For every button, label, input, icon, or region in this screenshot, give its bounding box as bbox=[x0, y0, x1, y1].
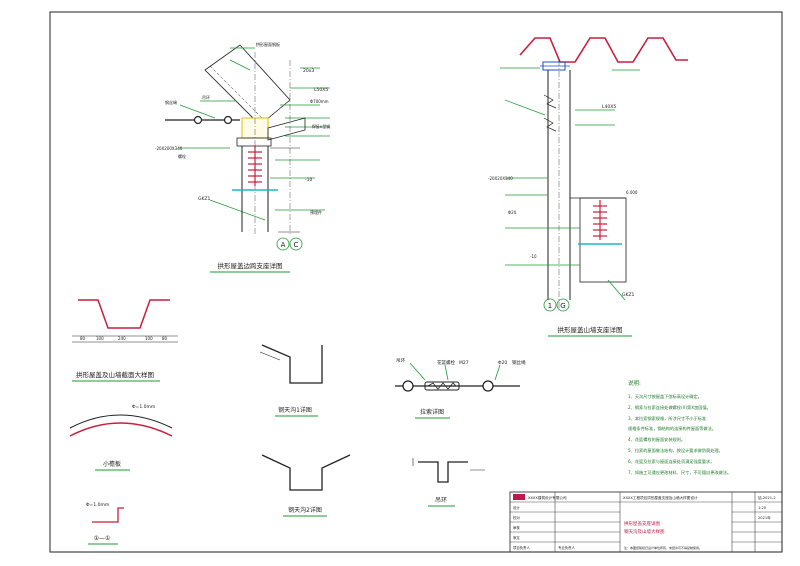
profile-dim-2: 100 bbox=[96, 336, 104, 341]
row-project-lead: 项目负责人 bbox=[513, 545, 531, 550]
scale: 1:20 bbox=[758, 506, 767, 510]
note-1: 1、天沟尺寸按屋盖下弦标高设计确定。 bbox=[628, 393, 702, 400]
small-panel-detail: Φ=1.0mm 小檐板 bbox=[69, 404, 173, 471]
section-detail: Φ=1.0mm ①—① bbox=[86, 502, 124, 545]
gable-tube: -20X20X340 bbox=[488, 176, 513, 181]
sheet-no: 结-2021-2 bbox=[758, 495, 776, 500]
company-logo bbox=[513, 494, 525, 500]
profile-dim-1: 80 bbox=[80, 336, 86, 341]
notes-heading: 说明: bbox=[628, 379, 641, 387]
ring-title: 吊环 bbox=[435, 497, 447, 504]
gable-detail-title: 拱形屋盖山墙支座详图 bbox=[558, 325, 623, 334]
note-8: 7、如施工可遇应更改材料、尺寸，不可擅自更改做法。 bbox=[628, 469, 731, 476]
tube-label: -20X200X340 bbox=[155, 146, 183, 151]
profile-title: 拱形屋盖及山墙截面大样图 bbox=[76, 370, 154, 379]
row-discipline-lead: 专业负责人 bbox=[558, 545, 576, 550]
tie-dia-label: Φ20 bbox=[498, 360, 507, 366]
project-line: XXXX工程项目拱形屋盖支座及山墙大样图设计 bbox=[623, 495, 698, 500]
row-design: 设计 bbox=[513, 505, 520, 510]
row-check: 校对 bbox=[513, 515, 520, 520]
tie-cable-label: 钢丝绳 bbox=[512, 359, 526, 366]
gutter-a-title: 钢天沟1详图 bbox=[278, 406, 312, 414]
tie-rod-title: 拉索详图 bbox=[420, 408, 444, 416]
gable-level: 6.000 bbox=[626, 190, 638, 195]
bolt-label: 螺栓 bbox=[178, 153, 186, 159]
sheet-border bbox=[49, 11, 783, 553]
profile-dim-3: 240 bbox=[118, 336, 126, 341]
profile-detail: 80 100 240 100 80 拱形屋盖及山墙截面大样图 bbox=[72, 299, 178, 382]
drawing-name-2: 钢天沟及山墙大样图 bbox=[624, 528, 665, 535]
gutter-b-detail: 钢天沟2详图 bbox=[261, 454, 351, 517]
note-5: 4、花篮螺栓的屋面安装规则。 bbox=[628, 436, 685, 443]
profile-dim-4: 100 bbox=[145, 336, 153, 341]
note-2: 2、钢索与拉索连接处做螺栓(X)第X加固值。 bbox=[628, 404, 711, 411]
company-name: XXXX建筑设计有限公司 bbox=[528, 495, 567, 500]
note-7: 6、花篮及拉索与屋面连接处须满足强度要求。 bbox=[628, 458, 714, 465]
tie-turnbuckle-label: 花篮螺栓 bbox=[437, 359, 455, 366]
axis-1-label: 1 bbox=[548, 302, 552, 310]
gable-l-angle: L40X5 bbox=[602, 104, 616, 110]
anchor-label: Φ700mm bbox=[310, 99, 329, 104]
section-title: ①—① bbox=[94, 535, 111, 542]
panel-thickness: Φ=1.0mm bbox=[132, 404, 155, 410]
gable-bottom: -10 bbox=[530, 254, 537, 259]
gutter-b-title: 钢天沟2详图 bbox=[288, 506, 322, 514]
profile-dim-5: 80 bbox=[162, 336, 168, 341]
note-6: 5、拉索的屋面做法结构，按设计要求做防腐处理。 bbox=[628, 447, 723, 454]
gable-gkz: GKZ1 bbox=[622, 292, 635, 298]
gable-detail: 1 G L40X5 -20X20X340 GKZ1 6.000 Φ20 -10 … bbox=[488, 37, 688, 337]
weld-note: 焊接H型钢 bbox=[312, 124, 330, 129]
design-notes: 说明: 1、天沟尺寸按屋盖下弦标高设计确定。 2、钢索与拉索连接处做螺栓(X)第… bbox=[628, 379, 731, 476]
gutter-a-detail: 钢天沟1详图 bbox=[259, 344, 323, 417]
level-label: -10 bbox=[305, 177, 312, 183]
tie-m-label: M27 bbox=[459, 360, 469, 366]
cable-label: 钢丝绳 bbox=[165, 99, 177, 105]
eaves-detail: A C 拱形屋面钢板 20x3 L50X5 Φ700mm 钢丝绳 吊环 -20X… bbox=[155, 41, 330, 273]
section-thickness: Φ=1.0mm bbox=[86, 502, 109, 508]
dim-20-label: 20x3 bbox=[303, 68, 314, 74]
copyright-caption: 注：本图纸版权归设计单位所有，未经许可不得复制使用。 bbox=[624, 545, 702, 550]
gkz-label: GKZ1 bbox=[198, 196, 211, 202]
cast-label: 预埋件 bbox=[310, 209, 322, 215]
title-block: XXXX建筑设计有限公司 XXXX工程项目拱形屋盖支座及山墙大样图设计 拱形屋盖… bbox=[509, 491, 783, 553]
gable-anchor: Φ20 bbox=[508, 210, 517, 215]
small-panel-title: 小檐板 bbox=[103, 460, 121, 468]
note-3: 3、本拉索钢索规格，所涉尺寸不小于标准 bbox=[628, 415, 706, 422]
l-angle-label: L50X5 bbox=[314, 87, 328, 93]
note-4: 规格条件标准，钢结构的连接构件屋面等做法。 bbox=[628, 425, 716, 432]
axis-a-label: A bbox=[281, 241, 286, 249]
drawing-name-1: 拱形屋盖支座详图 bbox=[624, 520, 660, 527]
row-approve: 审定 bbox=[513, 535, 520, 540]
eaves-detail-title: 拱形屋盖边跨支座详图 bbox=[218, 261, 283, 270]
tie-ring-label: 吊环 bbox=[396, 358, 405, 364]
row-review: 审核 bbox=[513, 525, 520, 530]
tie-rod-detail: 吊环 花篮螺栓 M27 Φ20 钢丝绳 拉索详图 bbox=[395, 358, 526, 419]
axis-g-label: G bbox=[560, 302, 565, 310]
hook-label: 吊环 bbox=[202, 95, 210, 100]
ring-detail: 吊环 bbox=[412, 458, 485, 507]
date: 2021年 bbox=[758, 515, 771, 520]
axis-c-label: C bbox=[294, 241, 299, 249]
roof-panel-note: 拱形屋面钢板 bbox=[256, 41, 280, 47]
